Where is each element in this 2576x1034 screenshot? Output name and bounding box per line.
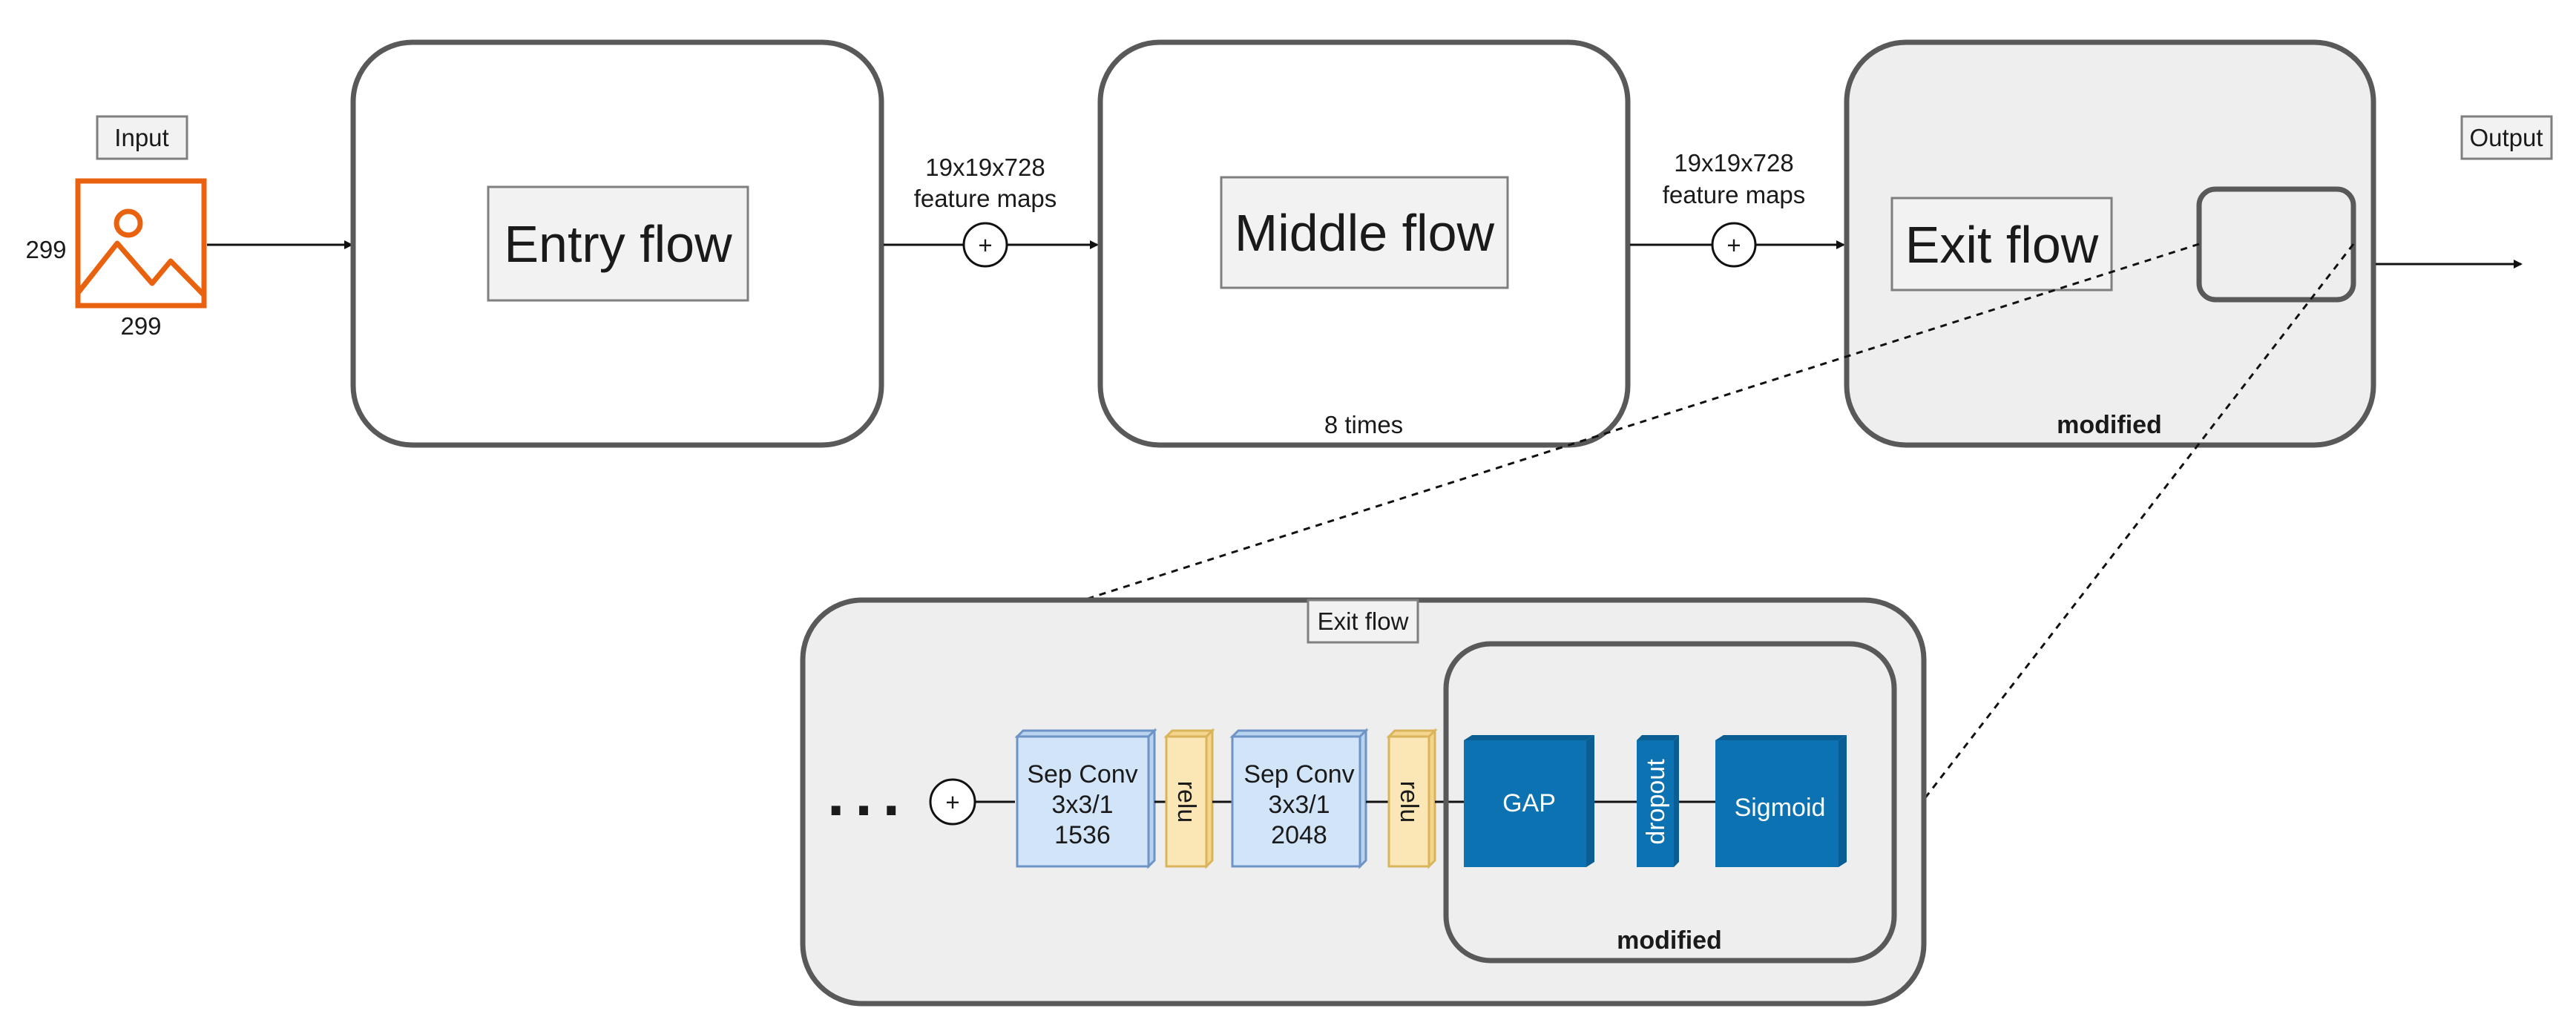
detail-title-box — [1307, 599, 1419, 644]
exit-flow-caption: modified — [2057, 411, 2162, 439]
exit-flow-detail-panel: Exit flow ... + Sep Conv 3x3/1 1536 relu — [800, 597, 1927, 1007]
sigmoid-label: Sigmoid — [1735, 794, 1826, 822]
exit-flow-highlight-box — [2196, 186, 2356, 303]
sep-conv-2-line2: 3x3/1 — [1268, 791, 1330, 819]
dropout-block: dropout — [1637, 735, 1679, 867]
entry-flow-block: Entry flow — [350, 39, 884, 448]
connector-entry-middle: + 19x19x728 feature maps — [884, 154, 1099, 268]
output-label: Output — [2469, 124, 2543, 151]
modified-head-panel: modified GAP dropout S — [1443, 641, 1897, 964]
edge-label-line2: feature maps — [1663, 181, 1806, 208]
edge-label-line2: feature maps — [914, 185, 1057, 212]
middle-flow-title: Middle flow — [1235, 204, 1495, 262]
sep-conv-1-line1: Sep Conv — [1027, 760, 1137, 788]
sep-conv-2-line1: Sep Conv — [1243, 760, 1354, 788]
relu-1-block: relu — [1163, 728, 1215, 869]
edge-label-line1: 19x19x728 — [925, 154, 1045, 181]
svg-text:+: + — [978, 231, 992, 259]
svg-text:+: + — [1726, 231, 1741, 259]
exit-flow-title-box — [1890, 197, 2113, 292]
gap-block: GAP — [1464, 735, 1594, 867]
middle-flow-block: Middle flow 8 times — [1097, 39, 1631, 448]
input-height-label: 299 — [25, 236, 66, 263]
edge-label-line1: 19x19x728 — [1674, 149, 1793, 177]
relu-2-label: relu — [1395, 781, 1423, 823]
sep-conv-1-line3: 1536 — [1054, 821, 1111, 849]
sep-conv-1-line2: 3x3/1 — [1051, 791, 1113, 819]
dropout-label: dropout — [1642, 759, 1670, 845]
exit-flow-block: Exit flow modified — [1844, 39, 2376, 448]
input-label: Input — [114, 124, 168, 151]
relu-2-block: relu — [1386, 728, 1438, 869]
input-label-box — [96, 115, 188, 160]
entry-flow-title-box — [487, 185, 749, 302]
connector-middle-exit: + 19x19x728 feature maps — [1630, 149, 1845, 268]
middle-flow-caption: 8 times — [1324, 411, 1403, 438]
sep-conv-2-line3: 2048 — [1271, 821, 1327, 849]
exit-flow-title: Exit flow — [1905, 216, 2099, 274]
zoom-guide-right — [1922, 243, 2355, 800]
input-width-label: 299 — [120, 312, 161, 340]
entry-flow-title: Entry flow — [504, 215, 732, 273]
output-label-box — [2460, 115, 2553, 160]
gap-label: GAP — [1502, 789, 1556, 817]
middle-flow-title-box — [1220, 176, 1509, 289]
sep-conv-1536-block: Sep Conv 3x3/1 1536 — [1014, 728, 1157, 869]
detail-title: Exit flow — [1318, 607, 1409, 635]
sep-conv-2048-block: Sep Conv 3x3/1 2048 — [1229, 728, 1369, 869]
ellipsis: ... — [827, 759, 910, 829]
image-icon — [75, 178, 207, 309]
sigmoid-block: Sigmoid — [1715, 735, 1847, 867]
input-node: Input 299 299 — [25, 115, 207, 340]
relu-1-label: relu — [1172, 781, 1200, 823]
svg-text:+: + — [945, 788, 959, 816]
zoom-guide-left — [1082, 243, 2200, 602]
modified-head-caption: modified — [1617, 926, 1722, 955]
output-node: Output — [2460, 115, 2553, 160]
